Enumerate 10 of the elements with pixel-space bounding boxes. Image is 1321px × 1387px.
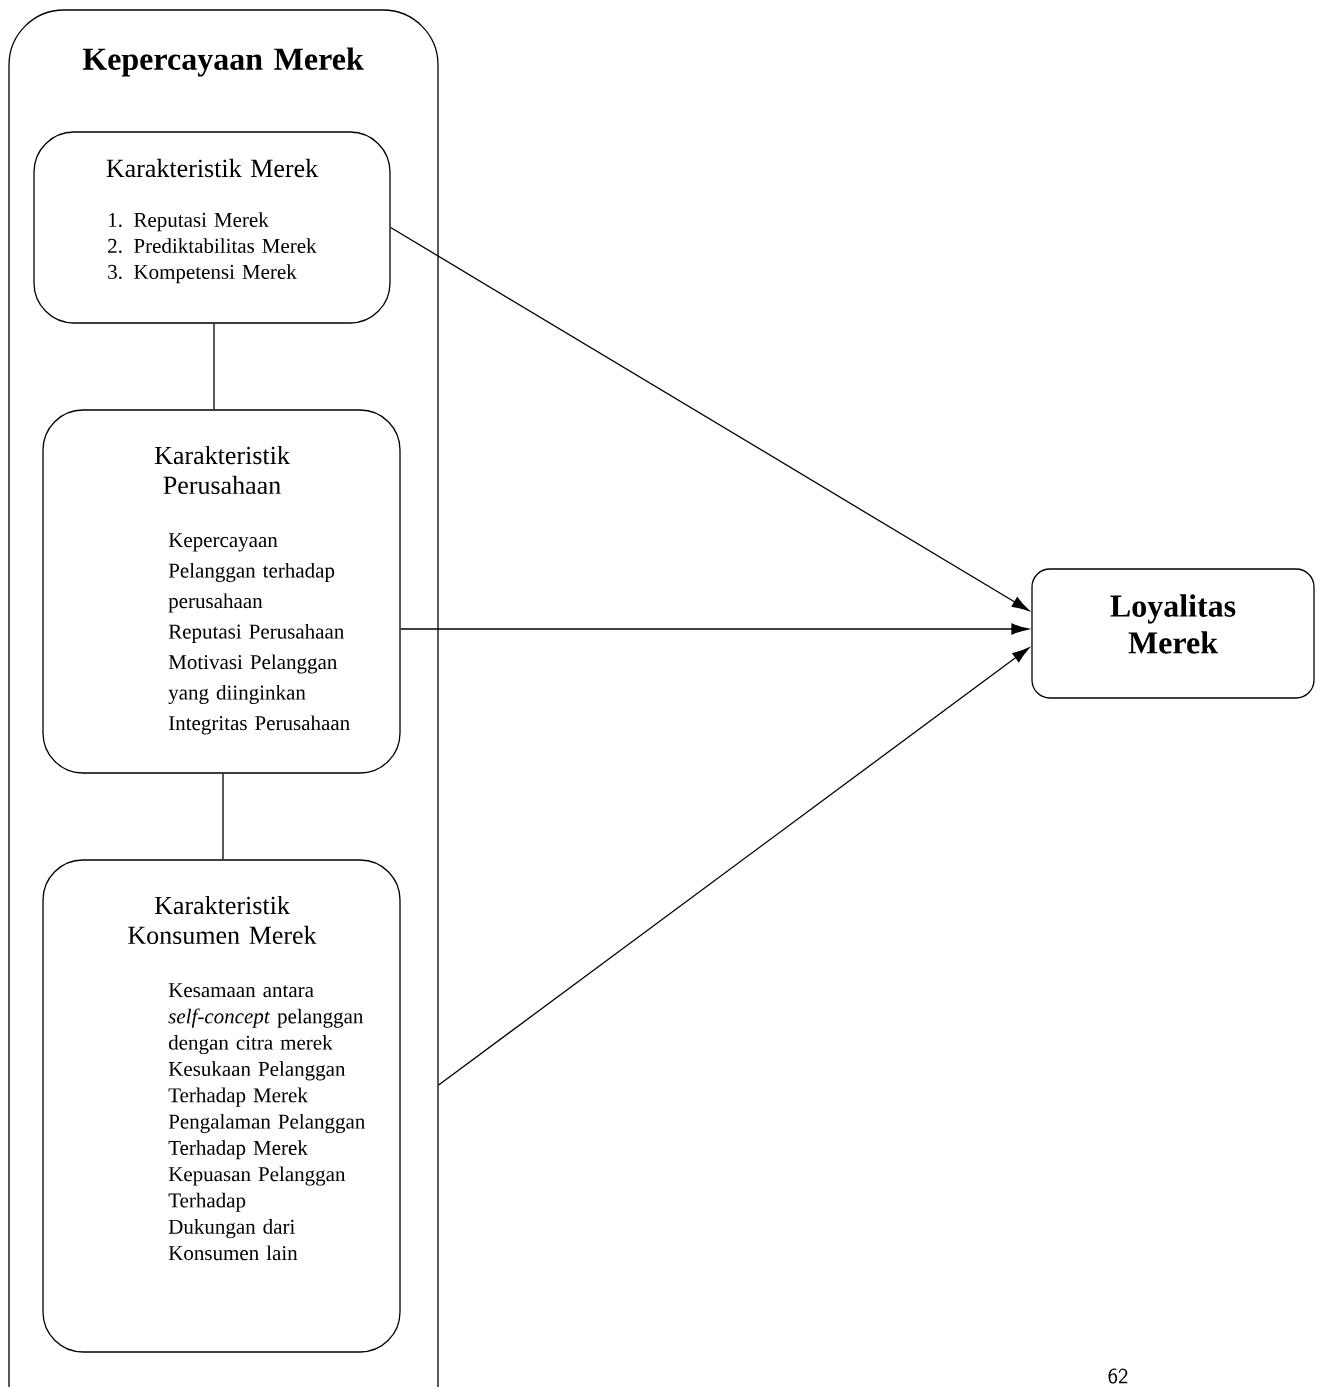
page-number: 62 <box>1108 1368 1128 1384</box>
connector-line <box>222 773 224 860</box>
arrow <box>438 647 1030 1086</box>
outcome-box: Loyalitas Merek <box>1031 568 1315 699</box>
factor-box: Karakteristik Konsumen Merek Kesamaan antara self-concept pelanggan dengan citra merek Kesukaan Pelanggan Terhadap Merek Pengalaman Pelanggan Terhadap Merek Kepuasan Pelanggan Terhadap Dukungan dari Konsumen lain <box>42 859 401 1353</box>
factor-box: Karakteristik Perusahaan Kepercayaan Pelanggan terhadap perusahaan Reputasi Perusahaan Motivasi Pelanggan yang diinginkan Integritas Perusahaan <box>42 409 401 774</box>
arrow <box>390 226 1030 611</box>
connector-line <box>213 323 215 410</box>
arrow <box>400 623 1029 635</box>
factor-box: Karakteristik Merek 1. Reputasi Merek 2. Prediktabilitas Merek 3. Kompetensi Merek <box>33 131 391 324</box>
